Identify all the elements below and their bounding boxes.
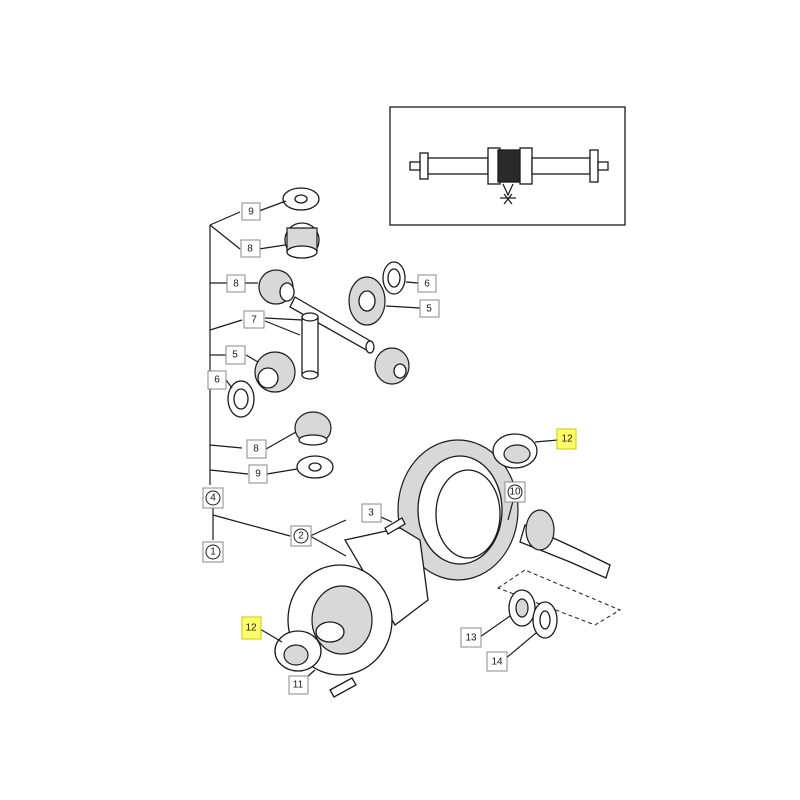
svg-text:2: 2 [298, 531, 304, 542]
callout-2: 2 [290, 525, 312, 547]
callout-10: 10 [504, 481, 526, 503]
svg-text:8: 8 [247, 244, 253, 255]
svg-text:6: 6 [424, 279, 430, 290]
callout-leaders [225, 200, 559, 684]
svg-text:12: 12 [245, 623, 257, 634]
callout-5-right: 5 [419, 299, 440, 318]
svg-text:13: 13 [465, 633, 477, 644]
svg-text:14: 14 [491, 657, 503, 668]
svg-text:5: 5 [232, 350, 238, 361]
svg-text:8: 8 [233, 279, 239, 290]
differential-internals [227, 187, 410, 479]
svg-text:5: 5 [426, 304, 432, 315]
svg-text:8: 8 [253, 444, 259, 455]
differential-case [274, 517, 429, 698]
svg-text:12: 12 [561, 434, 573, 445]
callout-6-right: 6 [417, 274, 437, 293]
svg-text:3: 3 [368, 508, 374, 519]
svg-text:1: 1 [210, 547, 216, 558]
svg-text:9: 9 [248, 207, 254, 218]
callout-12-bottom-left: 12 [241, 616, 262, 640]
callout-14: 14 [486, 651, 508, 672]
callout-13: 13 [460, 627, 482, 648]
svg-text:7: 7 [251, 315, 257, 326]
svg-text:9: 9 [255, 469, 261, 480]
callout-8-top: 8 [240, 239, 261, 258]
svg-text:11: 11 [293, 680, 304, 691]
axle-inset [389, 106, 626, 226]
callout-8-bottom: 8 [246, 439, 267, 459]
callout-7: 7 [243, 310, 265, 329]
svg-text:10: 10 [509, 487, 521, 498]
svg-text:4: 4 [210, 493, 216, 504]
ring-gear-assembly [397, 433, 622, 639]
callout-8-middle: 8 [226, 274, 246, 293]
callout-5-left: 5 [225, 345, 246, 365]
callout-12-top-right: 12 [556, 428, 577, 450]
callout-3: 3 [361, 503, 382, 523]
callout-11: 11 [288, 675, 309, 695]
callout-9-bottom: 9 [248, 464, 268, 484]
callout-4: 4 [202, 487, 224, 509]
callout-9-top: 9 [241, 202, 261, 221]
callout-1: 1 [202, 541, 224, 563]
callout-6-left: 6 [207, 370, 227, 390]
svg-text:6: 6 [214, 375, 220, 386]
